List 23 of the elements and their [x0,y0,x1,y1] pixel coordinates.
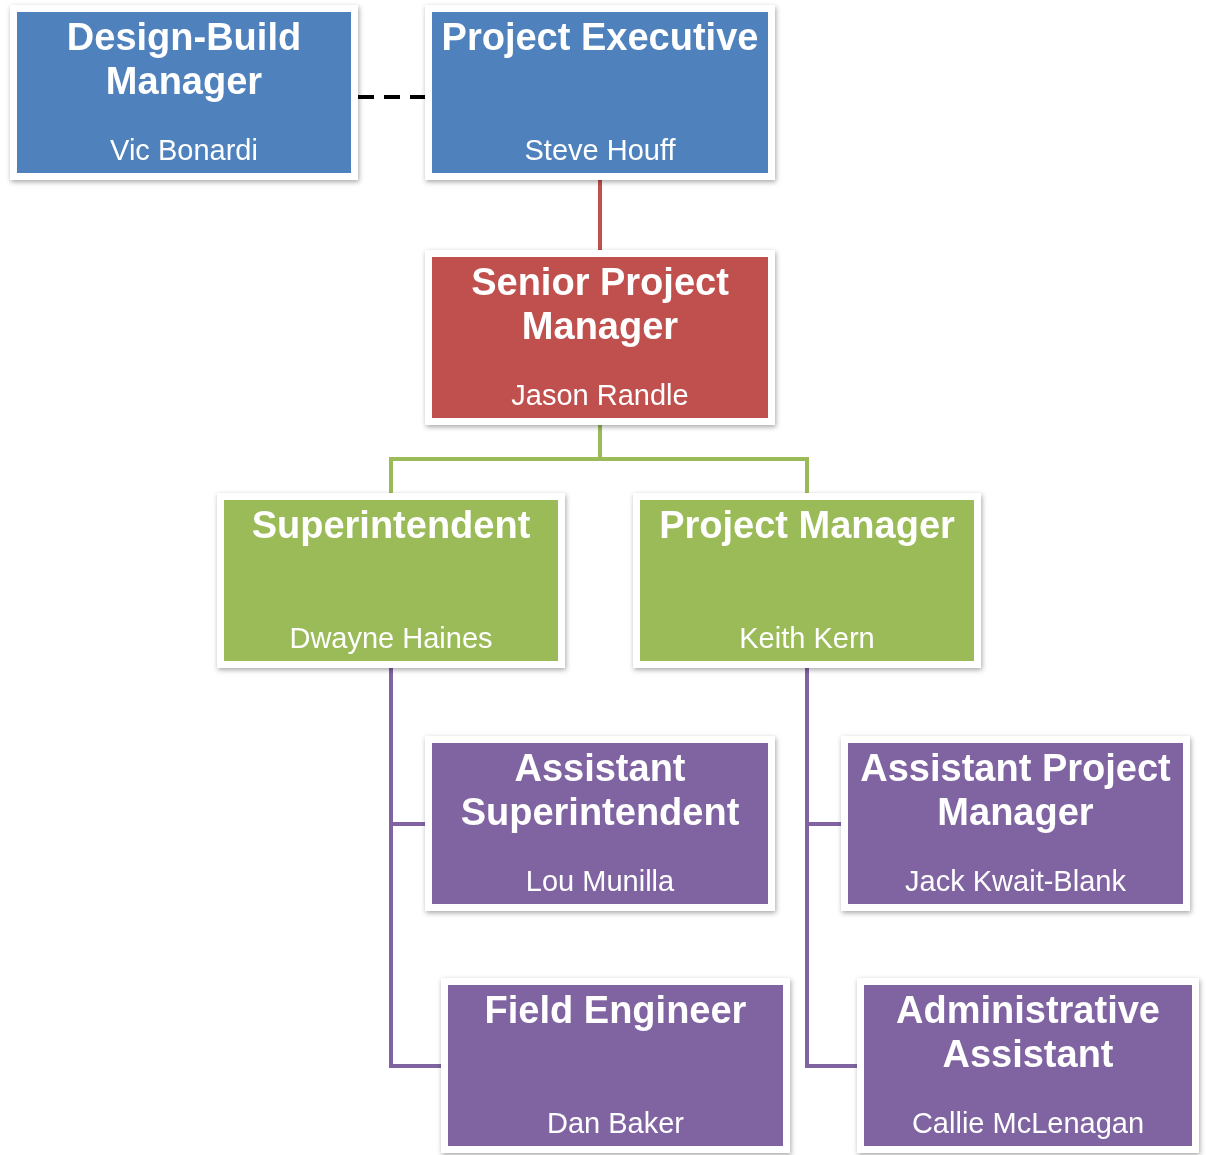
connector-line [805,668,857,1068]
job-title: Assistant Project Manager [859,747,1172,835]
connector-line [598,180,602,250]
job-title: Field Engineer [484,989,747,1033]
job-title: Senior Project Manager [470,261,730,349]
job-title: Assistant Superintendent [459,747,741,835]
person-name: Keith Kern [739,622,875,655]
person-name: Jason Randle [511,379,689,412]
person-name: Dwayne Haines [289,622,493,655]
person-name: Lou Munilla [525,865,675,898]
job-title: Administrative Assistant [895,989,1161,1077]
job-title: Project Manager [659,504,955,548]
connector-line [598,425,809,493]
person-name: Steve Houff [524,134,676,167]
person-name: Vic Bonardi [110,134,258,167]
person-name: Dan Baker [547,1107,684,1140]
person-name: Jack Kwait-Blank [905,865,1126,898]
job-title: Design-Build Manager [65,16,303,104]
job-title: Superintendent [251,504,531,548]
connector-line [389,668,441,1068]
connector-line [358,95,425,99]
person-name: Callie McLenagan [911,1107,1145,1140]
job-title: Project Executive [441,16,759,60]
